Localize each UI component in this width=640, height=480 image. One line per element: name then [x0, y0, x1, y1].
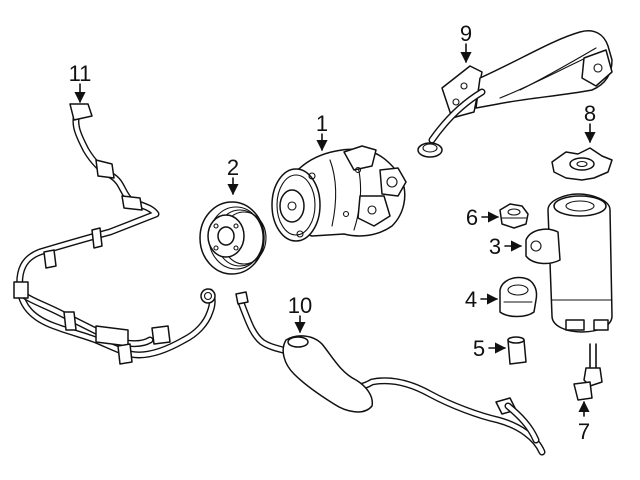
- callout-2: 2: [227, 155, 239, 180]
- reservoir-3: [525, 193, 613, 333]
- callout-6: 6: [466, 205, 478, 230]
- callout-9: 9: [460, 21, 472, 46]
- callout-1: 1: [316, 111, 328, 136]
- callout-8: 8: [584, 101, 596, 126]
- cap-8: [551, 147, 613, 181]
- callout-labels: 1 2 3 4 5 6 7 8 9 10 11: [69, 21, 597, 444]
- callout-11: 11: [69, 61, 92, 86]
- callout-leaders: [74, 43, 596, 417]
- callout-4: 4: [465, 287, 477, 312]
- return-hose-9: [417, 30, 613, 158]
- callout-5: 5: [473, 336, 485, 361]
- callout-3: 3: [489, 234, 501, 259]
- nut-6: [499, 203, 529, 229]
- cooler-line-10: [235, 291, 546, 456]
- pulley-2: [199, 201, 267, 275]
- power-steering-pump-1: [271, 145, 407, 242]
- callout-10: 10: [288, 293, 312, 318]
- callout-7: 7: [578, 419, 590, 444]
- filter-5: [507, 336, 527, 365]
- connector-7: [573, 343, 603, 401]
- pressure-hose-11: [13, 103, 216, 365]
- mount-4: [499, 276, 538, 318]
